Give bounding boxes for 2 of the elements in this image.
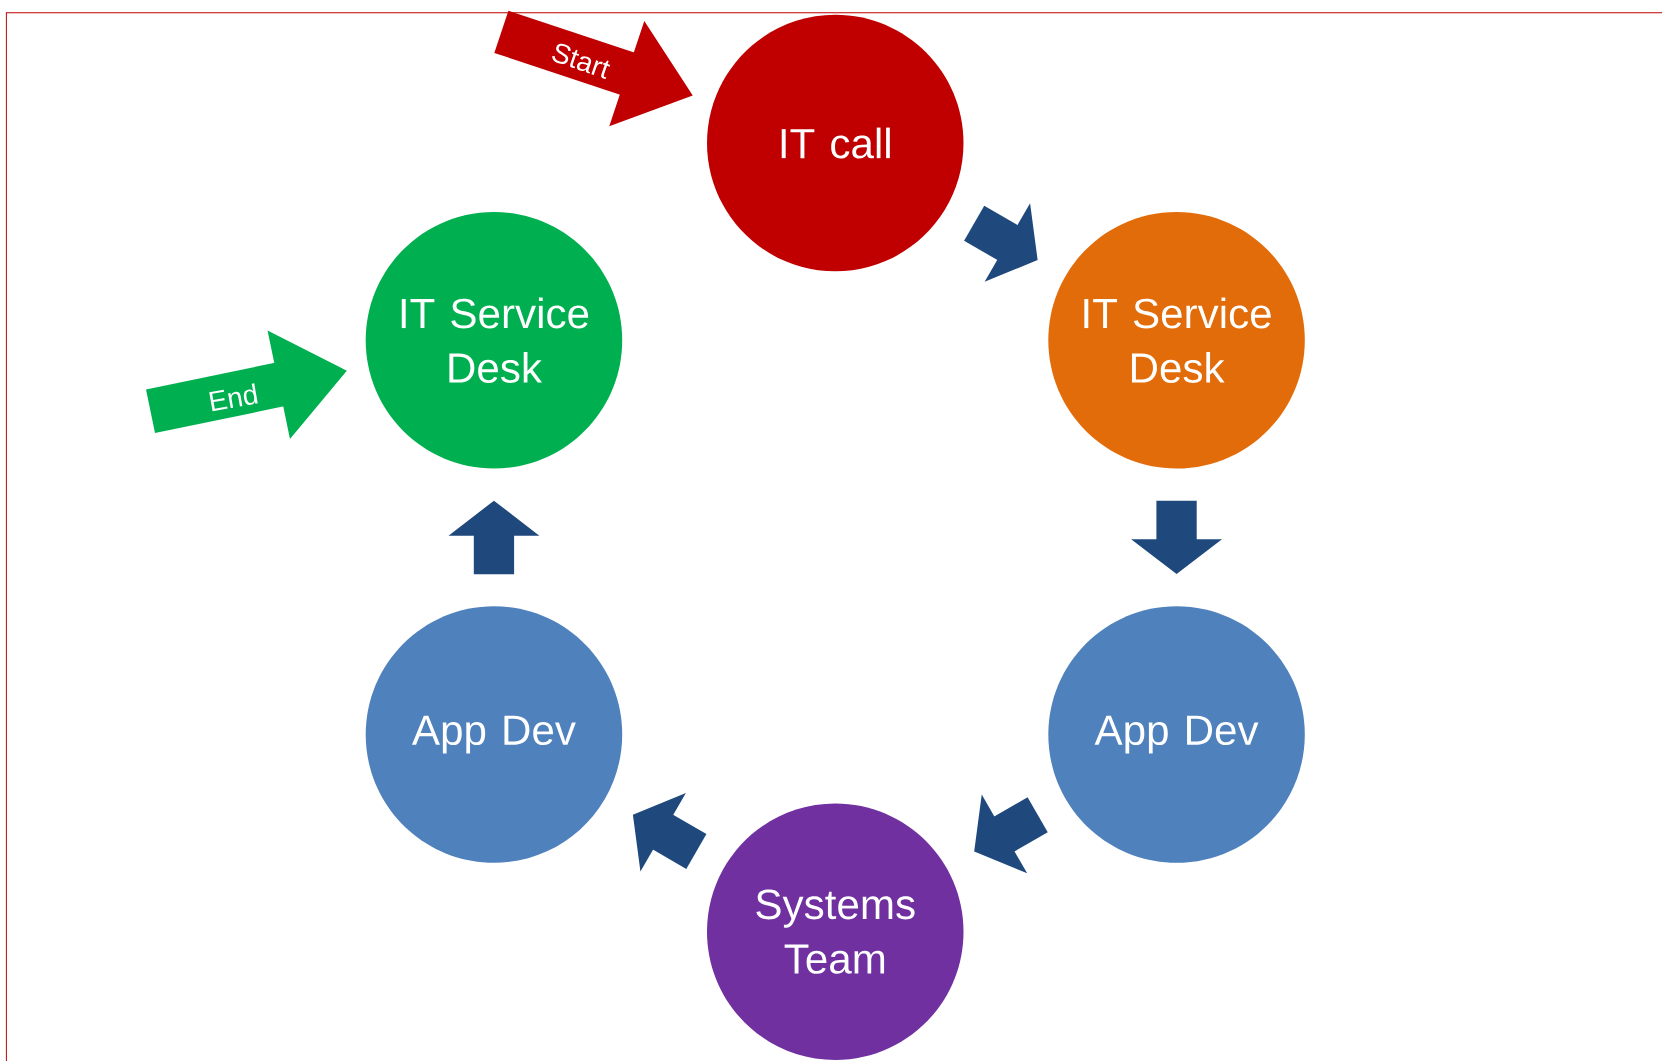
edge-label: Start [552,43,611,80]
edge-label: End [209,383,258,412]
